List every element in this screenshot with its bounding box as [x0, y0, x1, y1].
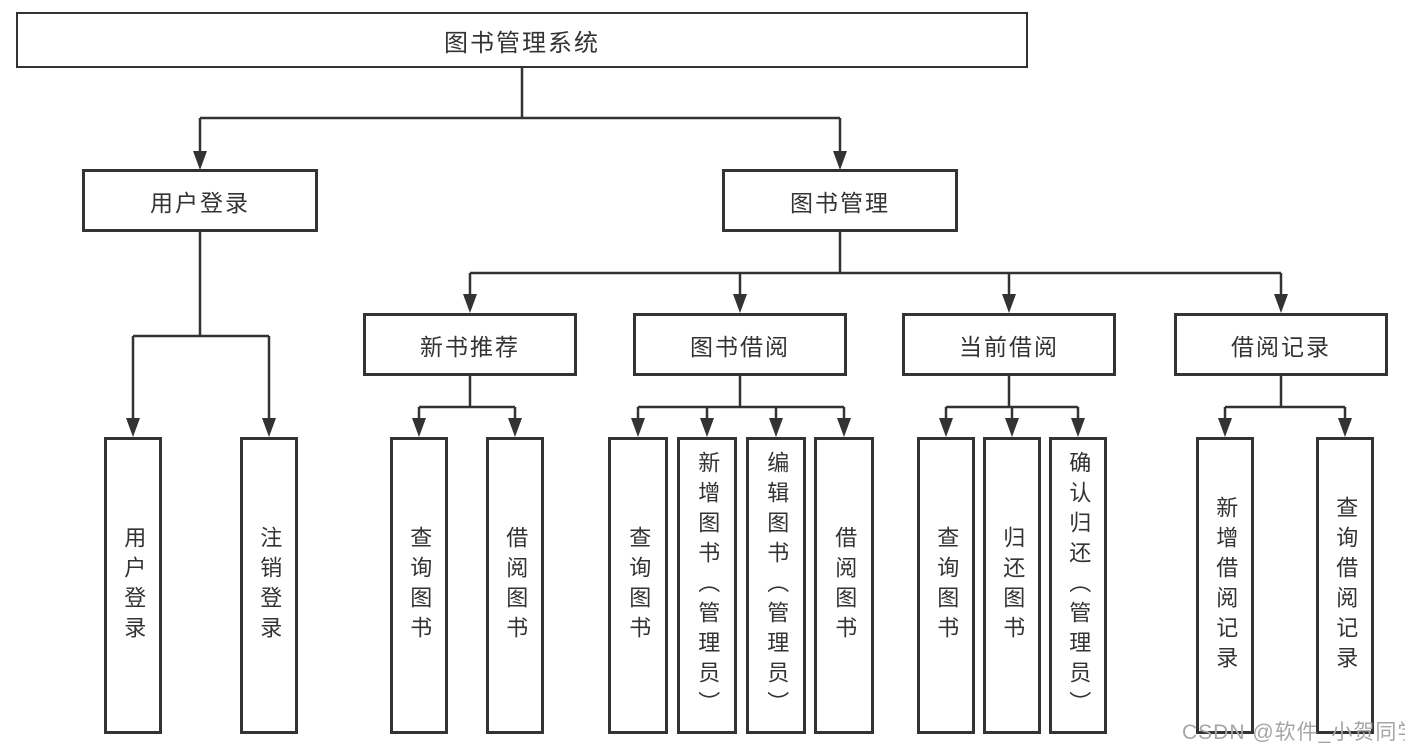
node-leaf-borrow-books: 借阅图书	[814, 437, 874, 734]
node-leaf-query-borrow-record: 查询借阅记录	[1316, 437, 1374, 734]
node-book-management: 图书管理	[722, 169, 958, 232]
connector-current-borrowing-split	[944, 376, 1080, 422]
connector-book-management-split	[468, 232, 1283, 298]
node-leaf-add-borrow-record: 新增借阅记录	[1196, 437, 1254, 734]
node-library-management-system: 图书管理系统	[16, 12, 1028, 68]
connector-new-book-split	[417, 376, 517, 422]
node-book-borrowing: 图书借阅	[633, 313, 847, 376]
node-leaf-add-books-admin: 新增图书（管理员）	[677, 437, 737, 734]
node-leaf-logout: 注销登录	[240, 437, 298, 734]
node-leaf-user-login: 用户登录	[104, 437, 162, 734]
node-user-login: 用户登录	[82, 169, 318, 232]
node-leaf-edit-books-admin: 编辑图书（管理员）	[746, 437, 806, 734]
node-leaf-query-books-borrowing: 查询图书	[608, 437, 668, 734]
node-leaf-logout-label: 注销登录	[257, 525, 283, 646]
node-leaf-return-books: 归还图书	[983, 437, 1041, 734]
connector-user-login-split	[131, 232, 271, 422]
node-leaf-user-login-label: 用户登录	[121, 525, 147, 646]
node-current-borrowing: 当前借阅	[902, 313, 1116, 376]
connector-book-borrowing-split	[636, 376, 846, 422]
node-leaf-query-books-current: 查询图书	[917, 437, 975, 734]
connector-borrowing-records-split	[1223, 376, 1347, 422]
node-new-book-recommendation: 新书推荐	[363, 313, 577, 376]
node-leaf-query-books-recommend: 查询图书	[390, 437, 448, 734]
connector-root-split	[198, 68, 842, 155]
node-borrowing-records: 借阅记录	[1174, 313, 1388, 376]
arrowheads	[126, 151, 1352, 437]
node-leaf-borrow-books-recommend: 借阅图书	[486, 437, 544, 734]
csdn-watermark: CSDN @软件_小贺同学	[1182, 721, 1405, 744]
node-leaf-confirm-return-admin: 确认归还（管理员）	[1049, 437, 1107, 734]
